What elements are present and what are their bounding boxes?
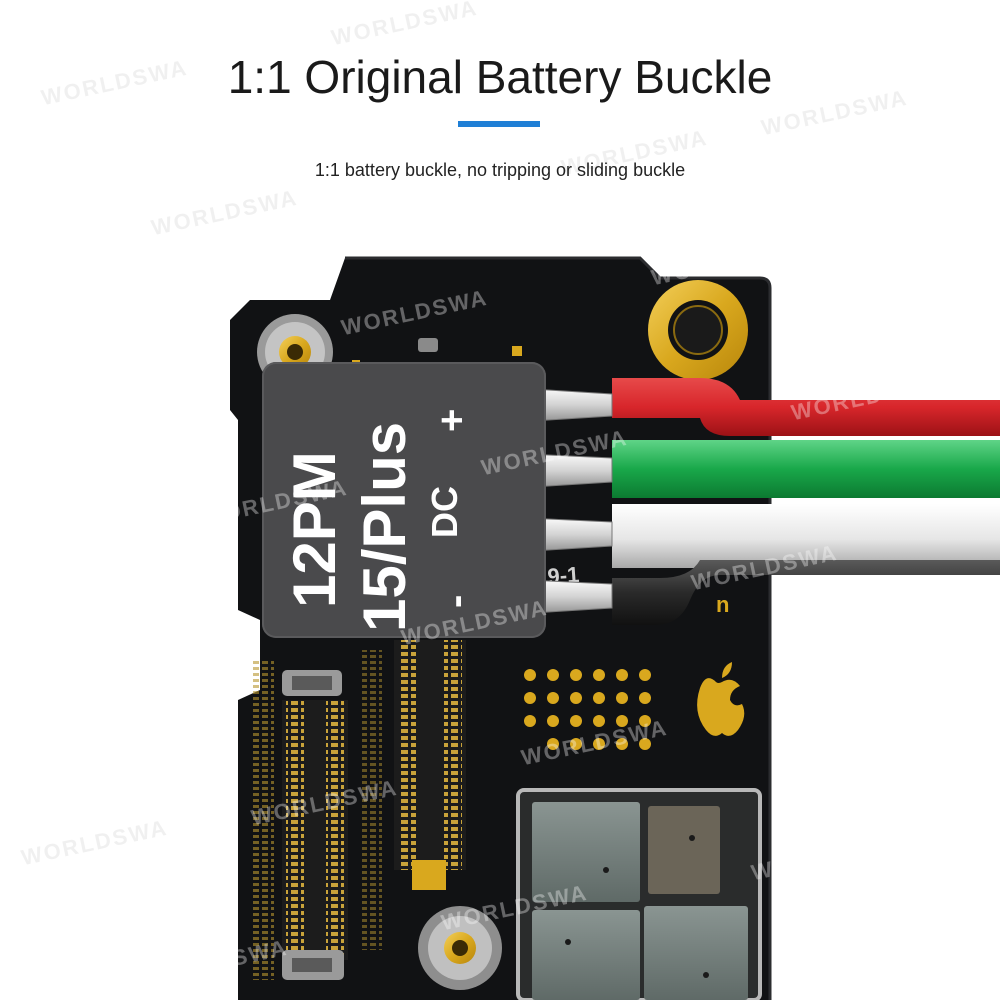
shield-can: [516, 788, 762, 1000]
green-wire: [612, 440, 1000, 498]
positive-sign: +: [430, 408, 474, 432]
page-subtitle: 1:1 battery buckle, no tripping or slidi…: [314, 160, 686, 180]
board-connector-middle: [394, 640, 466, 890]
board-connector-left: [282, 670, 348, 960]
positive-wire: [612, 378, 1000, 436]
power-type-label: DC: [424, 486, 465, 538]
screw-standoff-bottom: [418, 906, 502, 990]
silkscreen-suffix: n: [716, 592, 729, 617]
model-line-1: 12PM: [281, 451, 348, 608]
negative-sign: -: [434, 594, 478, 608]
connector-label-plate: 12PM 15/Plus DC + -: [262, 362, 546, 638]
page-title: 1:1 Original Battery Buckle: [227, 51, 773, 103]
model-line-2: 15/Plus: [351, 421, 418, 632]
apple-logo-icon: [697, 662, 745, 736]
title-accent-bar: [458, 121, 540, 127]
bga-pad-array: [524, 669, 651, 750]
white-wire: [612, 504, 1000, 568]
negative-wire: [612, 560, 1000, 625]
